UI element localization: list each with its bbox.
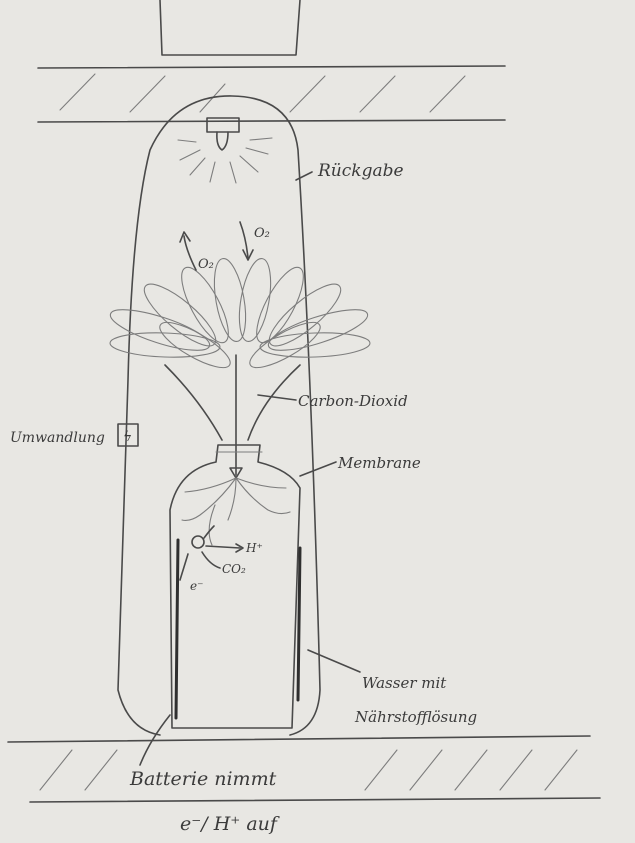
lamp-bulb xyxy=(217,132,228,150)
leader-rueckgabe xyxy=(296,172,312,180)
labels: Rückgabe Carbon-Dioxid Membrane Umwandlu… xyxy=(10,161,477,835)
label-h-plus: H⁺ xyxy=(245,541,263,555)
label-co2: CO₂ xyxy=(222,562,246,576)
ceiling-line-top xyxy=(38,66,505,68)
ceiling-pipe xyxy=(160,0,300,55)
o2-arrows xyxy=(180,222,253,270)
leader-carbon-dioxid xyxy=(258,395,296,400)
co2-arrow xyxy=(202,552,220,568)
floor xyxy=(8,736,600,802)
floor-line-top xyxy=(8,736,590,742)
floor-hatching xyxy=(40,750,577,790)
label-rueckgabe: Rückgabe xyxy=(317,161,404,181)
electrode-right xyxy=(298,548,300,700)
roots xyxy=(182,478,290,545)
floor-line-bottom xyxy=(30,798,600,802)
label-e-minus: e⁻ xyxy=(190,579,203,593)
label-batterie-line1: Batterie nimmt xyxy=(129,768,277,790)
light-rays xyxy=(178,138,272,183)
capsule-enclosure xyxy=(118,96,320,735)
e-minus-arrow xyxy=(180,554,188,580)
leader-membrane xyxy=(300,462,336,476)
ceiling xyxy=(38,0,505,122)
leader-wasser xyxy=(308,650,360,672)
funnel xyxy=(165,365,300,440)
label-wasser-line1: Wasser mit xyxy=(362,674,447,692)
microbe xyxy=(192,536,204,548)
ceiling-hatching xyxy=(60,74,465,112)
label-umwandlung: Umwandlung xyxy=(10,430,105,446)
leader-lines xyxy=(140,172,360,765)
electrode-left xyxy=(176,540,178,718)
h-plus-arrow xyxy=(206,546,240,548)
label-wasser-line2: Nährstofflösung xyxy=(354,708,477,726)
label-carbon-dioxid: Carbon-Dioxid xyxy=(298,392,408,410)
lamp-fixture xyxy=(207,118,239,132)
label-o2-down: O₂ xyxy=(254,226,270,241)
lightning-icon: ϟ xyxy=(123,429,132,445)
label-membrane: Membrane xyxy=(337,454,421,472)
flower xyxy=(107,256,372,375)
label-o2-up: O₂ xyxy=(198,257,214,272)
label-batterie-line2: e⁻/ H⁺ auf xyxy=(180,813,280,835)
ceiling-line-bottom xyxy=(38,120,505,122)
lamp xyxy=(178,118,272,183)
